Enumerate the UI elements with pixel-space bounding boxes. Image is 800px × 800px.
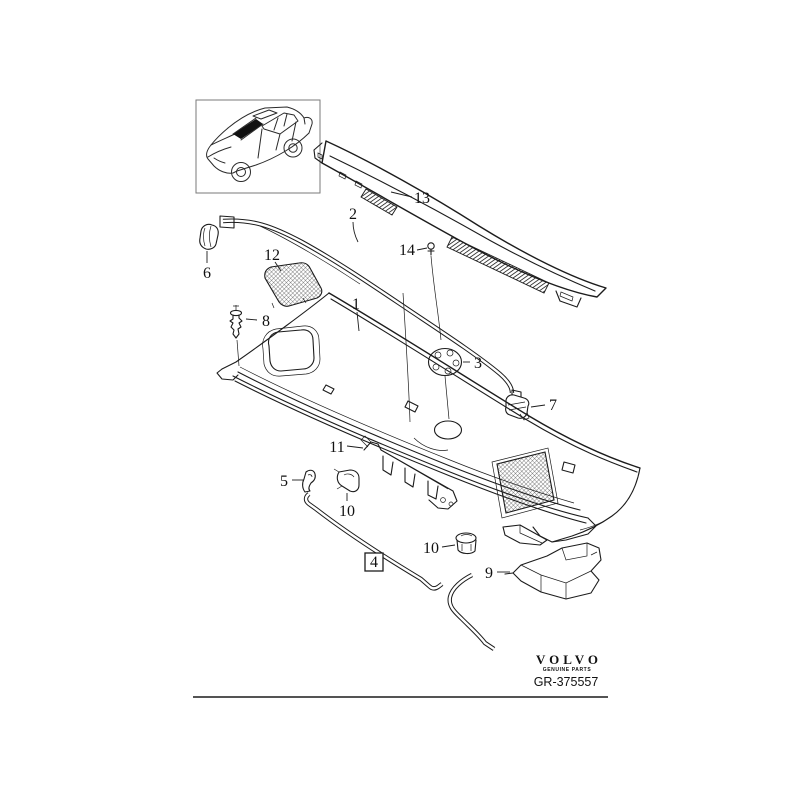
callout-11: 11	[329, 439, 344, 456]
part-14-screw	[427, 242, 435, 256]
callout-14: 14	[399, 242, 415, 259]
car-outline-icon	[206, 106, 313, 182]
callout-4: 4	[370, 554, 378, 571]
part-12-mesh-panel	[264, 262, 323, 309]
callout-9: 9	[485, 565, 493, 582]
callout-labels: 1 2 3 5 6 7 8 9 10 10 11 12 13 14 4	[203, 190, 557, 582]
callout-5: 5	[280, 473, 288, 490]
grommet-mount-leader	[444, 375, 450, 420]
callout-13: 13	[414, 190, 430, 207]
part-13-cowl-grille	[313, 140, 607, 308]
part-8-push-clip	[229, 305, 243, 367]
callout-4-boxed: 4	[364, 552, 384, 572]
grille-vent-hatch-left	[360, 188, 398, 216]
callout-7: 7	[549, 397, 557, 414]
part-5-hook	[302, 469, 316, 493]
part-10-nozzle	[333, 468, 360, 493]
part-11-bracket	[360, 435, 458, 510]
part-2-seal-strip	[219, 215, 515, 394]
part-10-clip	[455, 532, 477, 555]
part-7-clip	[505, 389, 530, 421]
drain-hose	[447, 573, 496, 651]
part-1-cowl-panel	[216, 255, 641, 543]
cowl-highlight	[233, 119, 263, 139]
part-6-end-cap	[199, 223, 219, 250]
thumbnail-frame	[195, 99, 321, 194]
callout-leaders	[206, 191, 546, 573]
part-9-drain-tray	[504, 542, 602, 600]
panel-flap-tip	[502, 524, 548, 546]
footer-brand-block: VOLVO GENUINE PARTS GR-375557	[534, 652, 602, 689]
callout-3: 3	[474, 355, 482, 372]
part-3-grommet	[427, 347, 463, 420]
callout-8: 8	[262, 313, 270, 330]
callout-1: 1	[352, 296, 360, 313]
panel-mesh-grille	[496, 451, 555, 514]
callout-2: 2	[349, 206, 357, 223]
clip-mount-leader	[236, 339, 240, 367]
part-4-hose	[303, 492, 444, 591]
grille-vent-hatch-right	[446, 236, 550, 294]
brand-tagline: GENUINE PARTS	[543, 667, 592, 673]
callout-12: 12	[264, 247, 280, 264]
callout-10a: 10	[339, 503, 355, 520]
drawing-number: GR-375557	[534, 675, 599, 689]
car-locator-thumbnail	[195, 99, 321, 194]
callout-10b: 10	[423, 540, 439, 557]
brand-wordmark: VOLVO	[536, 652, 602, 667]
callout-6: 6	[203, 265, 211, 282]
